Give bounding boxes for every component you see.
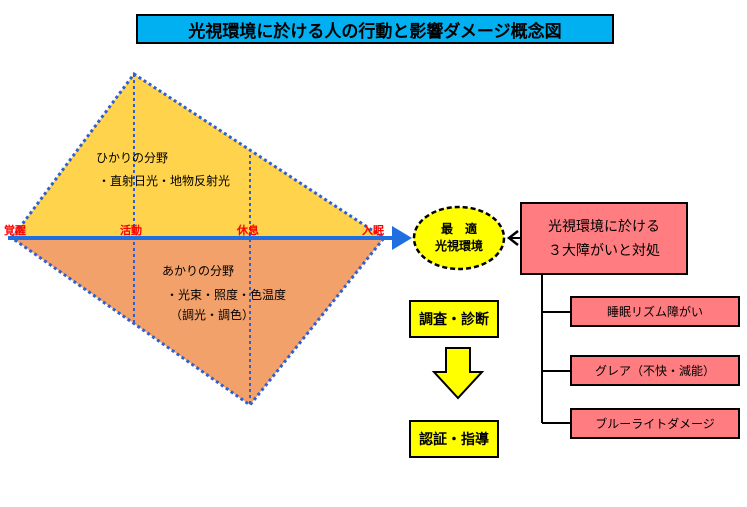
akari-heading: あかりの分野 [162, 264, 235, 278]
main-issue-box: 光視環境に於ける ３大障がいと対処 [520, 202, 688, 275]
axis-label-awake: 覚醒 [4, 224, 26, 237]
axis-label-sleep: 入眠 [362, 224, 384, 237]
axis-label-rest: 休息 [237, 224, 259, 237]
optimal-line2: 光視環境 [434, 239, 483, 253]
optimal-ellipse [412, 205, 506, 271]
main-line2: ３大障がいと対処 [548, 242, 660, 259]
hikari-heading: ひかりの分野 [96, 151, 169, 165]
survey-box: 調査・診断 [409, 300, 499, 338]
approve-box: 認証・指導 [409, 420, 499, 458]
akari-items: ・光束・照度・色温度 [166, 288, 287, 302]
diagram-title: 光視環境に於ける人の行動と影響ダメージ概念図 [136, 14, 614, 44]
axis-arrowhead [392, 226, 412, 250]
akari-adjust: （調光・調色） [170, 308, 255, 322]
issue-sleep-rhythm: 睡眠リズム障がい [570, 296, 740, 327]
issue-blue-light: ブルーライトダメージ [570, 408, 740, 439]
link-arrow-head [506, 230, 519, 246]
hikari-items: ・直射日光・地物反射光 [98, 174, 231, 188]
upper-triangle [12, 74, 384, 238]
optimal-label: 最 適 光視環境 [414, 207, 504, 269]
flow-down-arrow [431, 347, 485, 400]
optimal-line1: 最 適 [440, 222, 477, 236]
axis-label-activity: 活動 [120, 224, 142, 237]
main-line1: 光視環境に於ける [548, 218, 660, 235]
lower-triangle [12, 238, 384, 405]
issue-glare: グレア（不快・減能） [570, 355, 740, 386]
